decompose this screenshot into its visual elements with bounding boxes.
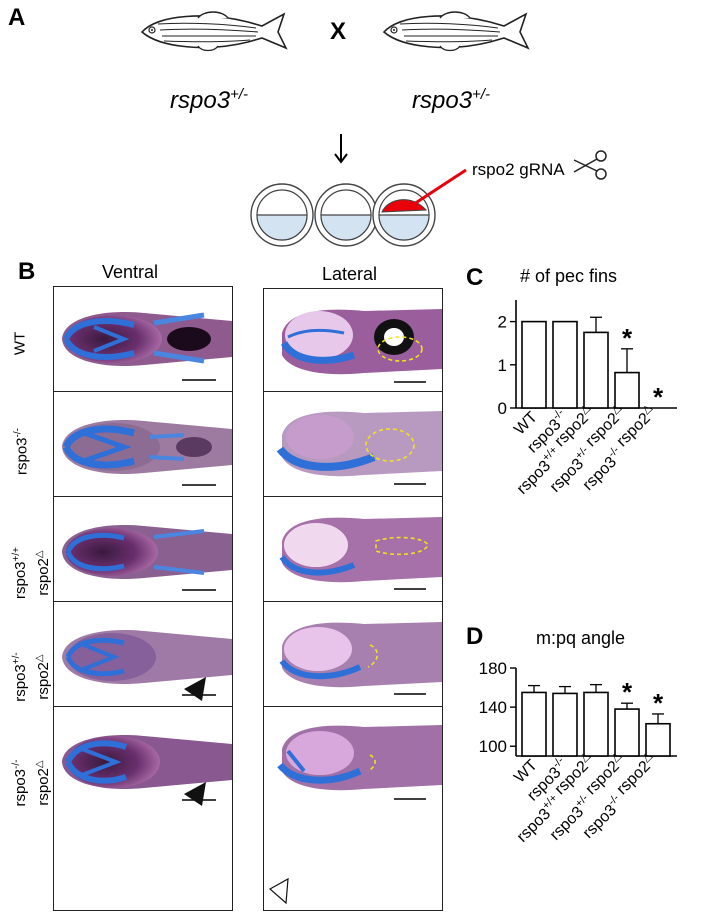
ventral-specimens xyxy=(62,312,232,806)
divider xyxy=(53,706,233,707)
bar xyxy=(552,692,578,757)
row-label-wt: WT xyxy=(11,331,29,356)
divider xyxy=(53,496,233,497)
arrowhead-icon xyxy=(184,782,206,806)
divider xyxy=(263,391,443,392)
divider xyxy=(53,391,233,392)
bar xyxy=(552,320,578,409)
significance-star: * xyxy=(622,323,633,353)
row-label-rspo3-ko-rspo2: rspo3-/-rspo2△ xyxy=(11,759,52,807)
bar xyxy=(583,691,609,757)
column-header-ventral: Ventral xyxy=(102,262,159,282)
arrowhead-icon xyxy=(184,677,206,701)
y-tick-label: 180 xyxy=(479,659,507,678)
needle-icon xyxy=(413,168,467,206)
ventral-specimen-rspo3-wt-rspo2 xyxy=(62,525,232,591)
lateral-specimens xyxy=(268,309,442,905)
zebrafish-icon xyxy=(140,11,288,52)
lateral-image-column xyxy=(263,288,443,911)
bar xyxy=(521,691,547,757)
row-label-rspo3-wt-rspo2: rspo3+/+rspo2△ xyxy=(11,547,52,599)
panel-letter-b: B xyxy=(18,258,36,285)
y-tick-label: 0 xyxy=(498,399,507,418)
bar xyxy=(645,722,671,757)
right-genotype: rspo3+/- xyxy=(412,86,490,114)
significance-star: * xyxy=(622,677,633,707)
row-label-rspo3-het-rspo2: rspo3+/-rspo2△ xyxy=(11,652,52,702)
y-tick-label: 2 xyxy=(498,313,507,332)
divider xyxy=(263,601,443,602)
y-tick-label: 1 xyxy=(498,356,507,375)
lateral-specimen-rspo3-ko xyxy=(276,411,442,485)
embryo-icon xyxy=(250,183,314,247)
divider xyxy=(263,706,443,707)
bar xyxy=(614,708,640,757)
chart-c-title: # of pec fins xyxy=(520,266,618,286)
panel-letter-c: C xyxy=(466,264,484,291)
panel-letter-a: A xyxy=(8,4,26,31)
divider xyxy=(263,496,443,497)
lateral-specimen-wt xyxy=(280,309,442,383)
down-arrow-icon xyxy=(334,134,348,164)
lateral-specimen-rspo3-ko-rspo2 xyxy=(277,725,442,800)
ventral-specimen-rspo3-het-rspo2 xyxy=(62,630,232,696)
chart-d-title: m:pq angle xyxy=(536,628,626,648)
embryos-illustration xyxy=(250,168,467,247)
y-tick-label: 100 xyxy=(479,737,507,756)
cross-symbol: X xyxy=(330,18,347,45)
embryo-icon xyxy=(372,183,436,247)
ventral-specimen-rspo3-ko xyxy=(62,420,232,486)
injection-label: rspo2 gRNA xyxy=(472,160,565,179)
ventral-image-column xyxy=(53,286,233,911)
ventral-specimen-rspo3-ko-rspo2 xyxy=(62,735,232,801)
y-tick-label: 140 xyxy=(479,698,507,717)
bar xyxy=(614,371,640,409)
open-arrowhead-icon xyxy=(268,877,289,905)
lateral-specimen-rspo3-het-rspo2 xyxy=(279,622,442,695)
scissors-icon xyxy=(573,150,607,180)
panel-letter-d: D xyxy=(466,623,484,650)
lateral-specimen-rspo3-wt-rspo2 xyxy=(279,517,442,590)
embryo-icon xyxy=(314,183,378,247)
divider xyxy=(53,601,233,602)
column-header-lateral: Lateral xyxy=(322,264,378,284)
significance-star: * xyxy=(653,382,664,412)
bar xyxy=(583,331,609,409)
left-genotype: rspo3+/- xyxy=(170,86,248,114)
significance-star: * xyxy=(653,688,664,718)
bar xyxy=(521,320,547,409)
zebrafish-icon xyxy=(382,11,530,52)
ventral-specimen-wt xyxy=(62,312,232,381)
row-label-rspo3-ko: rspo3-/- xyxy=(12,428,31,475)
